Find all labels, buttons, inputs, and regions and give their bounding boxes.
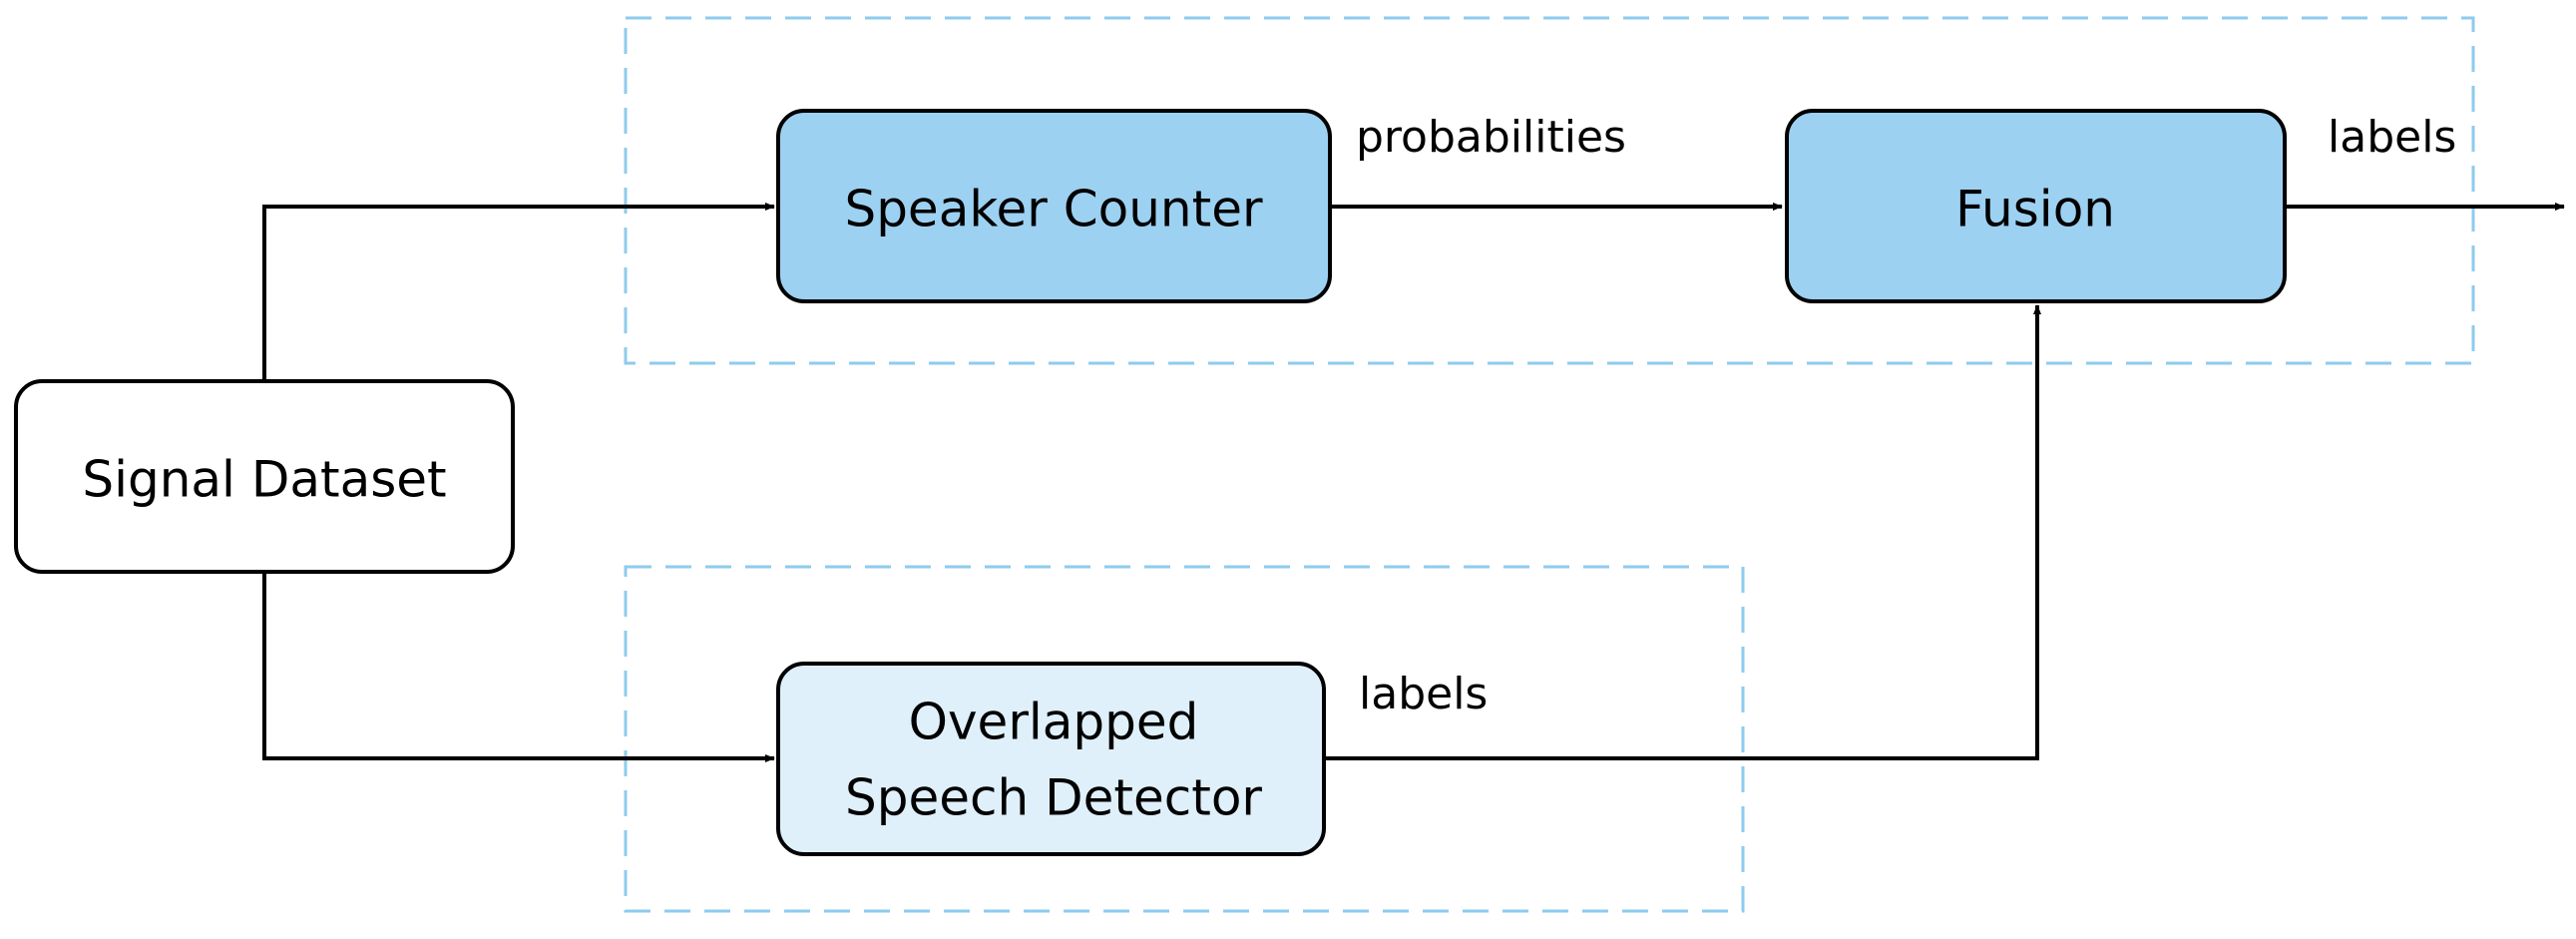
overlap-detector-to-fusion-arrow: [1324, 304, 2041, 760]
fusion-box: [1785, 109, 2287, 303]
bottom-module-group: [624, 565, 1745, 913]
overlapped-speech-detector-label-line1: Overlapped: [909, 694, 1199, 751]
overlapped-speech-detector-label-line2: Speech Detector: [845, 769, 1262, 827]
top-module-group: [624, 16, 2475, 365]
fusion-output-labels-edge-label: labels: [2328, 112, 2456, 163]
speaker-counter-label: Speaker Counter: [844, 181, 1263, 238]
signal-dataset-box: [14, 379, 515, 574]
probabilities-edge-label: probabilities: [1356, 112, 1626, 163]
dataset-to-overlap-detector-arrow: [262, 572, 775, 762]
overlapped-speech-detector-box: [776, 662, 1326, 856]
detector-labels-edge-label: labels: [1359, 669, 1488, 719]
signal-dataset-label: Signal Dataset: [82, 451, 446, 509]
fusion-label: Fusion: [1955, 181, 2115, 238]
speaker-counter-box: [776, 109, 1332, 303]
dataset-to-speaker-counter-arrow: [262, 203, 775, 379]
